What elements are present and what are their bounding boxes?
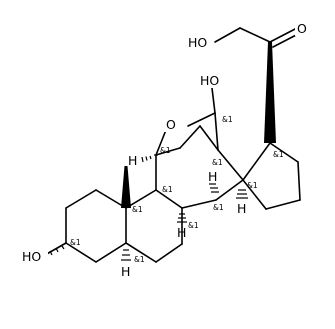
bond-c3-oh — [44, 242, 67, 256]
h-label-c11: H — [128, 153, 137, 168]
stereo-tag-c18: &1 — [222, 115, 233, 124]
h-label-c8: H — [208, 169, 217, 184]
stereo-tag-c10: &1 — [132, 205, 143, 214]
ketone-oxygen-label: O — [297, 21, 307, 36]
stereo-tag-c17: &1 — [273, 150, 284, 159]
ring-d-bonds — [242, 142, 301, 210]
stereo-tag-c13: &1 — [212, 158, 223, 167]
hashed-bond-h-c8 — [209, 183, 219, 193]
ring-b-bonds — [125, 189, 183, 263]
stereo-tags: &1 &1 &1 &1 &1 &1 &1 &1 &1 &1 &1 — [70, 115, 284, 264]
ring-a-bonds — [65, 189, 127, 263]
wedge-methyl-c10 — [121, 166, 131, 208]
stereo-tag-c9: &1 — [162, 185, 173, 194]
h-label-c5: H — [121, 264, 130, 279]
ring-c-bonds — [155, 147, 244, 209]
ether-oxygen-label: O — [166, 117, 176, 132]
hashed-bond-h-c14 — [236, 189, 248, 199]
stereo-tag-c9b: &1 — [188, 221, 199, 230]
hashed-bond-oh-c3 — [49, 245, 65, 256]
h-label-c14: H — [237, 201, 246, 216]
hydroxyl-label-c18: HO — [200, 73, 219, 88]
stereo-tag-c11: &1 — [160, 146, 171, 155]
hydroxyl-label-side-chain: HO — [188, 35, 207, 50]
hydroxyl-label-c3: HO — [22, 249, 41, 264]
wedge-bond-c17-c20 — [264, 42, 276, 143]
hashed-bond-h-c9 — [177, 213, 187, 223]
stereo-tag-c5: &1 — [134, 255, 145, 264]
stereo-tag-c14: &1 — [247, 181, 258, 190]
ether-bridge-bonds — [155, 87, 244, 181]
side-chain-bonds — [214, 27, 301, 48]
stereo-tag-c8: &1 — [213, 203, 224, 212]
stereo-tag-c3: &1 — [70, 238, 81, 247]
h-label-c9: H — [177, 225, 186, 240]
hashed-bond-h-c11 — [141, 154, 158, 163]
hashed-bond-h-c5 — [121, 249, 131, 261]
